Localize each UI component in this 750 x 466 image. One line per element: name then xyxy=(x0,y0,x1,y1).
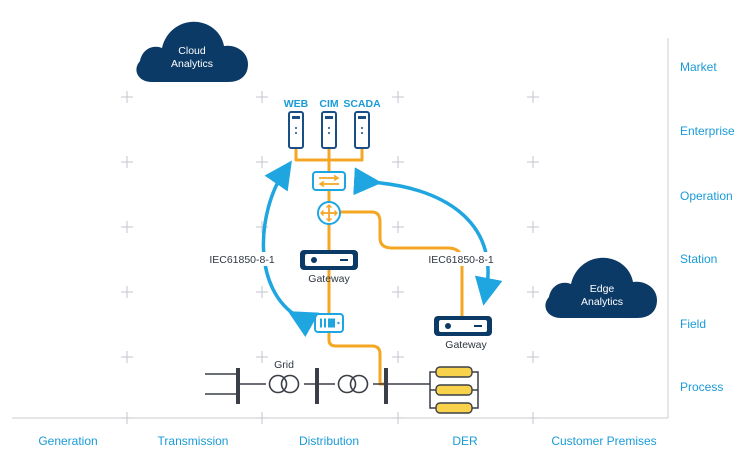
power-grid: Grid xyxy=(205,359,430,404)
zone-labels: Market Enterprise Operation Station Fiel… xyxy=(680,60,735,394)
zone-field: Field xyxy=(680,317,706,331)
gateway-icon xyxy=(434,316,492,336)
server-label-scada: SCADA xyxy=(343,98,381,110)
router-icon xyxy=(317,201,341,225)
domain-generation: Generation xyxy=(38,434,97,448)
zone-market: Market xyxy=(680,60,717,74)
edge-analytics-line1: Edge xyxy=(590,283,615,295)
right-iec-arrow xyxy=(353,167,503,306)
cloud-icon xyxy=(136,21,248,82)
field-device-icon xyxy=(314,313,344,333)
transformer-icon xyxy=(266,374,304,394)
transformer-icon xyxy=(335,374,373,394)
server-label-web: WEB xyxy=(284,98,309,110)
cloud-analytics-line2: Analytics xyxy=(171,58,213,70)
server-group: WEB CIM SCADA xyxy=(284,98,381,149)
cloud-icon xyxy=(545,257,657,318)
left-protocol-label: IEC61850-8-1 xyxy=(209,254,275,266)
station-gateway: Gateway xyxy=(300,250,358,285)
battery-icon xyxy=(429,366,479,414)
zone-station: Station xyxy=(680,252,717,266)
zone-enterprise: Enterprise xyxy=(680,124,735,138)
domain-transmission: Transmission xyxy=(158,434,229,448)
server-label-cim: CIM xyxy=(319,98,339,110)
communication-arrows xyxy=(261,160,503,338)
domain-customer-premises: Customer Premises xyxy=(551,434,656,448)
cloud-analytics-line1: Cloud xyxy=(178,45,206,57)
server-icon xyxy=(354,111,370,149)
der-gateway: Gateway xyxy=(434,316,492,351)
der-gateway-label: Gateway xyxy=(445,339,487,351)
cloud-analytics: Cloud Analytics xyxy=(136,21,248,82)
left-protocol-bg xyxy=(205,252,279,266)
grid-label: Grid xyxy=(274,359,294,371)
field-process-link xyxy=(327,330,388,386)
left-iec-arrow xyxy=(261,160,320,338)
gateway-icon xyxy=(300,250,358,270)
station-gateway-label: Gateway xyxy=(308,273,350,285)
domain-der: DER xyxy=(452,434,478,448)
zone-operation: Operation xyxy=(680,189,733,203)
right-protocol-label: IEC61850-8-1 xyxy=(428,254,494,266)
domain-distribution: Distribution xyxy=(299,434,359,448)
server-icon xyxy=(288,111,304,149)
domain-labels: Generation Transmission Distribution DER… xyxy=(38,434,656,448)
zone-process: Process xyxy=(680,380,723,394)
edge-analytics: Edge Analytics xyxy=(545,257,657,318)
right-protocol-bg xyxy=(424,252,498,266)
switch-icon xyxy=(312,171,346,191)
server-icon xyxy=(321,111,337,149)
edge-analytics-line2: Analytics xyxy=(581,296,623,308)
